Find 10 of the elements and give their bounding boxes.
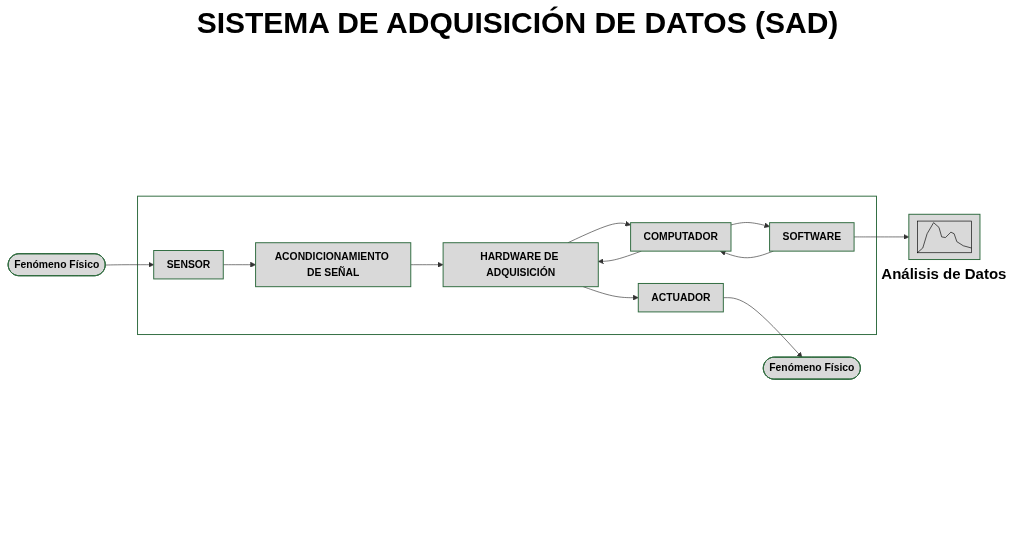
node-box: HARDWARE DE ADQUISICIÓN (442, 242, 599, 287)
cluster (136, 195, 877, 335)
node-box: SOFTWARE (768, 222, 855, 252)
node-box: ACTUADOR (637, 282, 724, 313)
node-box: COMPUTADOR (629, 222, 731, 252)
node-picture (907, 213, 980, 260)
node-box: ACONDICIONAMIENTO DE SEÑAL (254, 242, 411, 287)
diagram-title: SISTEMA DE ADQUISICIÓN DE DATOS (SAD) (196, 6, 839, 40)
node-box: SENSOR (152, 249, 224, 280)
caption-text: Análisis de Datos (881, 265, 1007, 283)
